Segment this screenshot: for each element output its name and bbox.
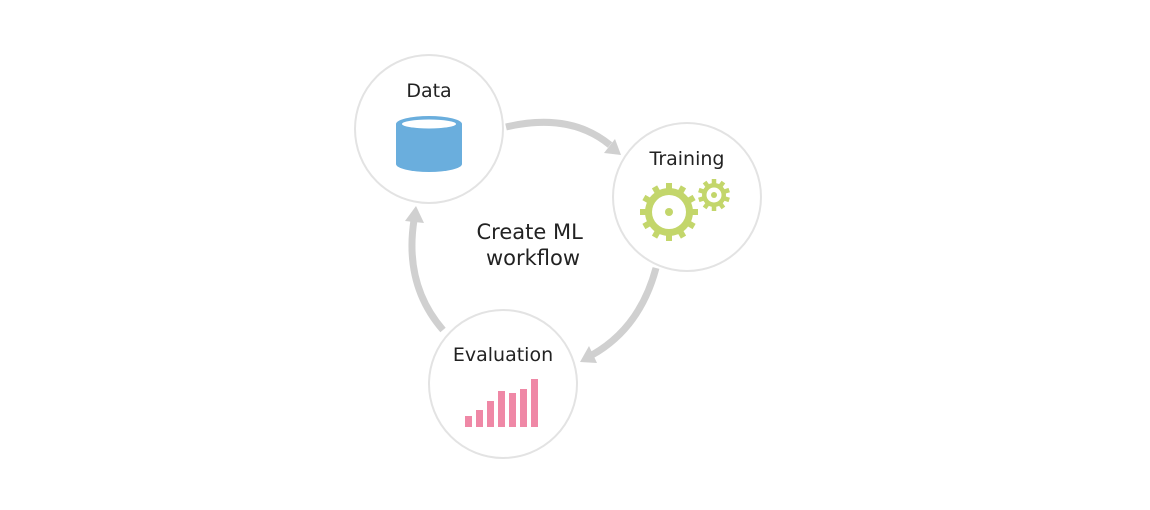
node-training: Training: [612, 122, 762, 272]
center-title: Create ML workflow: [477, 220, 590, 270]
bar-chart-icon: [465, 379, 538, 427]
center-title-line-2: workflow: [486, 246, 580, 270]
evaluation-bar: [531, 379, 538, 427]
evaluation-bar: [498, 391, 505, 427]
evaluation-bar: [487, 401, 494, 427]
center-title-line-1: Create ML: [477, 220, 584, 244]
evaluation-bar: [520, 389, 527, 427]
evaluation-bar: [476, 410, 483, 427]
evaluation-bar: [509, 393, 516, 427]
cycle-arrows: [405, 118, 660, 363]
large-gear-icon: [640, 183, 698, 241]
node-data: Data: [354, 54, 504, 204]
arrow-data-to-training: [505, 118, 621, 155]
node-evaluation-circle: [428, 309, 578, 459]
node-evaluation-label: Evaluation: [453, 344, 553, 366]
node-evaluation: Evaluation: [428, 309, 578, 459]
gears-icon: [640, 179, 730, 241]
small-gear-icon: [698, 179, 730, 211]
arrow-evaluation-to-data: [405, 206, 446, 333]
node-data-label: Data: [406, 80, 451, 102]
evaluation-bar: [465, 416, 472, 427]
database-icon: [396, 116, 462, 172]
arrow-training-to-evaluation: [580, 267, 660, 363]
node-training-label: Training: [649, 148, 725, 170]
